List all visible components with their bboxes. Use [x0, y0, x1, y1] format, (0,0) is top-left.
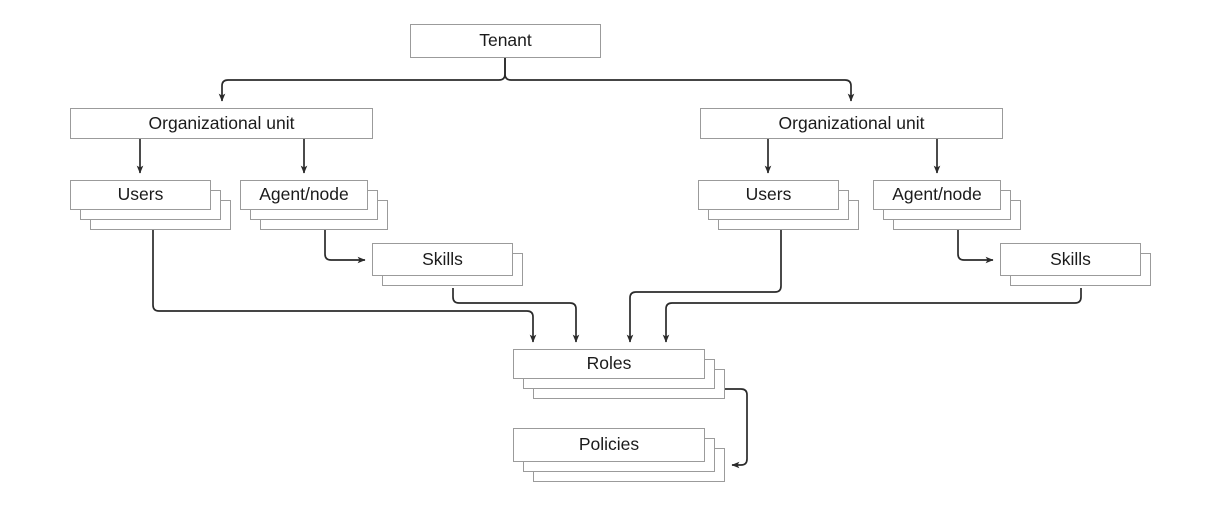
node-tenant[interactable]: Tenant	[410, 24, 601, 58]
node-label-ou-left: Organizational unit	[148, 112, 295, 133]
node-face-tenant: Tenant	[410, 24, 601, 58]
node-users-left[interactable]: Users	[70, 180, 231, 230]
node-label-tenant: Tenant	[479, 30, 532, 51]
node-policies[interactable]: Policies	[513, 428, 725, 482]
node-ou-right[interactable]: Organizational unit	[700, 108, 1003, 139]
node-face-users-left: Users	[70, 180, 211, 210]
node-face-skills-left: Skills	[372, 243, 513, 276]
node-face-policies: Policies	[513, 428, 705, 462]
node-ou-left[interactable]: Organizational unit	[70, 108, 373, 139]
node-label-skills-left: Skills	[422, 248, 463, 269]
node-label-users-right: Users	[745, 184, 792, 205]
edge-users-right-to-roles	[626, 230, 782, 343]
node-face-agent-right: Agent/node	[873, 180, 1001, 210]
node-face-users-right: Users	[698, 180, 839, 210]
node-face-agent-left: Agent/node	[240, 180, 368, 210]
node-label-agent-left: Agent/node	[259, 184, 349, 205]
edge-skills-left-to-roles	[452, 288, 580, 343]
edge-agent-left-to-skills	[324, 230, 366, 264]
node-label-agent-right: Agent/node	[892, 184, 982, 205]
node-skills-right[interactable]: Skills	[1000, 243, 1151, 286]
node-label-skills-right: Skills	[1050, 248, 1091, 269]
node-label-ou-right: Organizational unit	[778, 112, 925, 133]
node-face-ou-left: Organizational unit	[70, 108, 373, 139]
node-face-skills-right: Skills	[1000, 243, 1141, 276]
node-label-policies: Policies	[578, 434, 640, 455]
node-label-roles: Roles	[586, 353, 632, 374]
node-roles[interactable]: Roles	[513, 349, 725, 399]
edge-tenant-to-ou-right	[504, 58, 855, 102]
node-users-right[interactable]: Users	[698, 180, 859, 230]
edge-tenant-to-ou-left	[218, 58, 506, 102]
node-face-roles: Roles	[513, 349, 705, 379]
edge-agent-right-to-skills	[957, 230, 994, 264]
node-label-users-left: Users	[117, 184, 164, 205]
edge-roles-to-policies	[725, 388, 748, 469]
node-agent-left[interactable]: Agent/node	[240, 180, 388, 230]
edge-users-left-to-roles	[152, 230, 537, 343]
node-face-ou-right: Organizational unit	[700, 108, 1003, 139]
node-skills-left[interactable]: Skills	[372, 243, 523, 286]
node-agent-right[interactable]: Agent/node	[873, 180, 1021, 230]
edge-skills-right-to-roles	[662, 288, 1082, 343]
